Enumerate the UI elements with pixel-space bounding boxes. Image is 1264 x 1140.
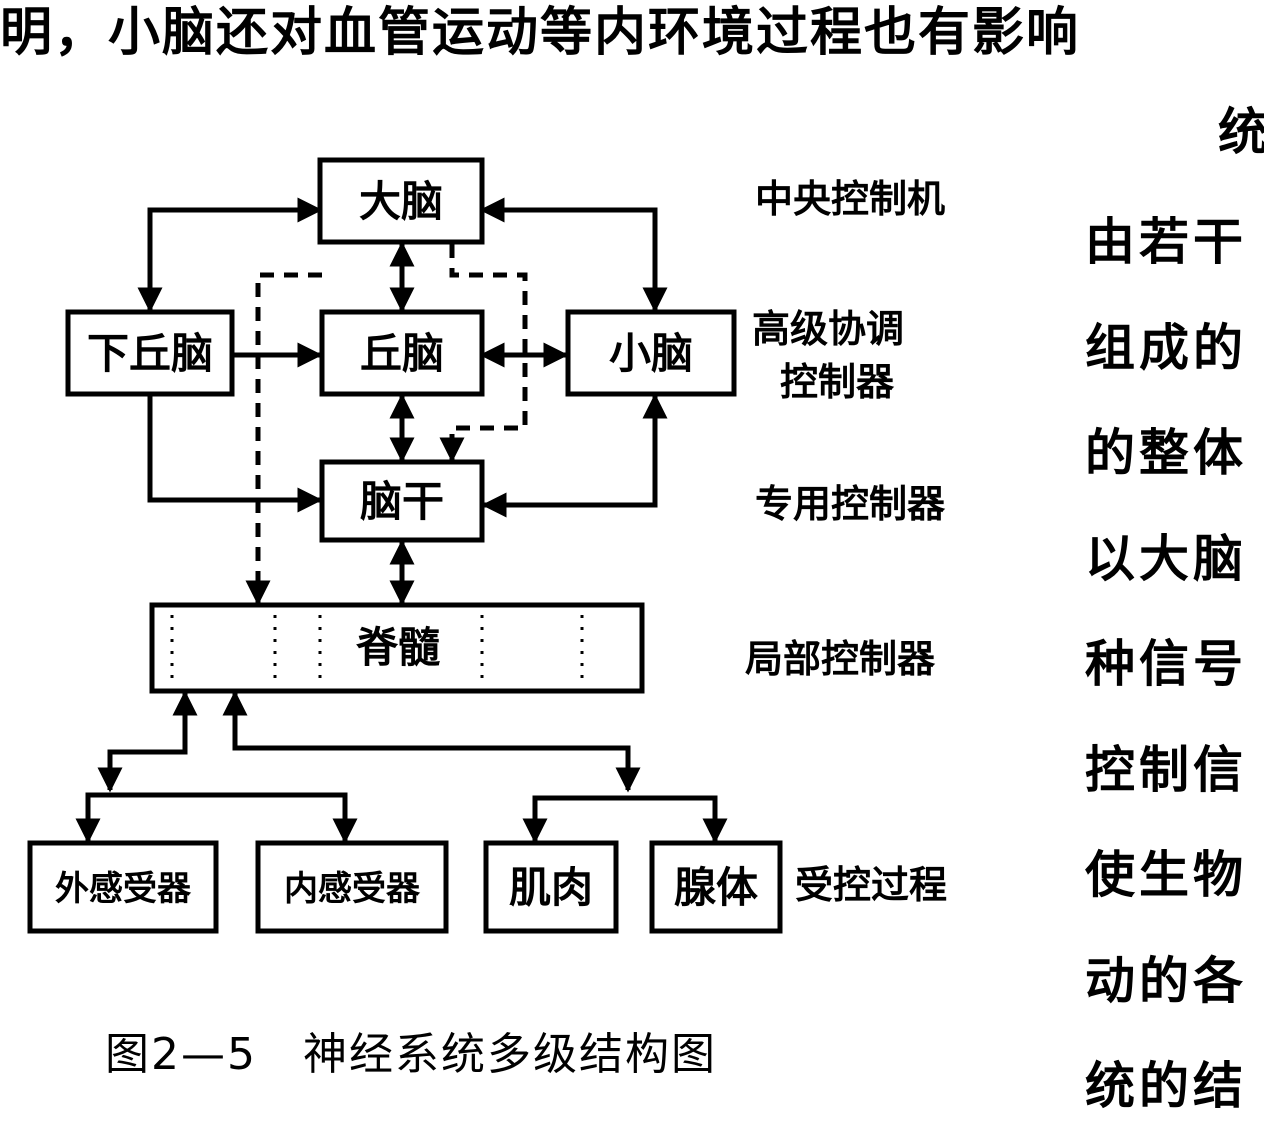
right-line: 由若干 <box>1085 213 1247 271</box>
level-local-controller: 局部控制器 <box>745 637 936 681</box>
exteroceptor-label: 外感受器 <box>55 869 192 909</box>
cerebrum-label: 大脑 <box>359 177 443 226</box>
cerebellum-label: 小脑 <box>609 329 693 378</box>
right-line: 控制信 <box>1085 740 1247 799</box>
right-column-text: 由若干 组成的 的整体 以大脑 种信号 控制信 使生物 动的各 统的结 <box>1085 190 1264 1140</box>
level-controlled-process: 受控过程 <box>795 863 947 907</box>
level-central-controller: 中央控制机 <box>755 177 945 221</box>
nervous-system-diagram: 大脑 下丘脑 丘脑 小脑 脑干 脊髓 外感受器 内感受器 肌肉 腺体 中央控制机… <box>27 157 947 934</box>
dashed-connections <box>245 244 528 606</box>
level-high-level-line1: 高级协调 <box>752 307 904 351</box>
right-line: 种信号 <box>1085 635 1247 693</box>
right-line: 以大脑 <box>1085 529 1247 588</box>
solid-connections <box>75 197 728 844</box>
right-line: 使生物 <box>1085 846 1247 904</box>
level-dedicated-controller: 专用控制器 <box>755 482 946 526</box>
muscle-label: 肌肉 <box>509 863 593 912</box>
thalamus-label: 丘脑 <box>360 329 444 378</box>
right-column-first: 统 <box>1218 103 1264 161</box>
gland-label: 腺体 <box>674 863 758 912</box>
right-line: 动的各 <box>1085 951 1247 1010</box>
right-line: 的整体 <box>1085 424 1247 482</box>
interoceptor-label: 内感受器 <box>284 869 421 909</box>
hypothalamus-label: 下丘脑 <box>87 329 213 378</box>
brainstem-label: 脑干 <box>360 477 444 526</box>
right-line: 统的结 <box>1085 1057 1247 1115</box>
figure-caption: 图2—5 神经系统多级结构图 <box>105 1029 717 1080</box>
level-high-level-line2: 控制器 <box>780 360 895 404</box>
body-text-top-line: 明，小脑还对血管运动等内环境过程也有影响 <box>0 3 1081 63</box>
spinal-cord-label: 脊髓 <box>356 623 440 672</box>
right-line: 组成的 <box>1085 318 1247 377</box>
